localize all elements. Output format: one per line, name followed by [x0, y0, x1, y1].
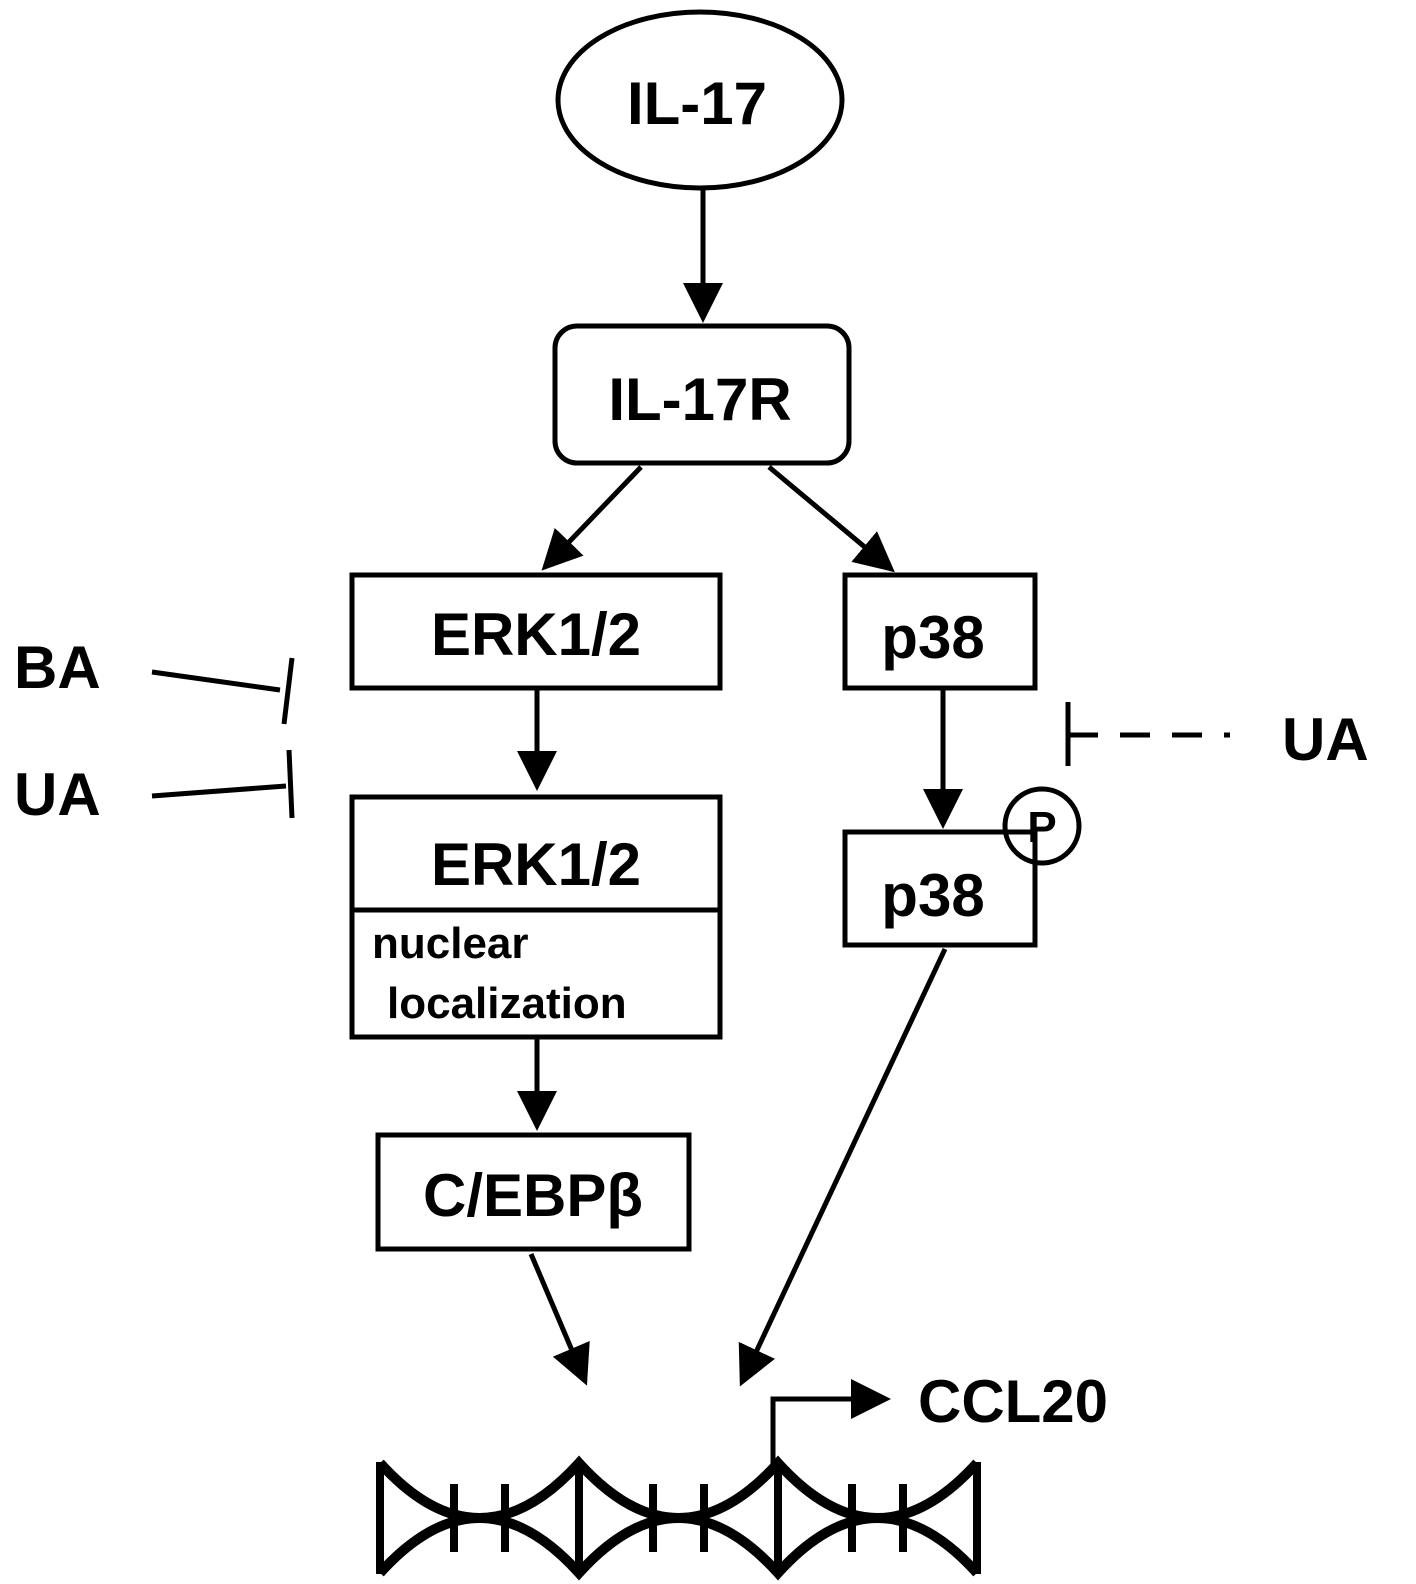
erk-nuclear-line2: localization — [387, 979, 627, 1028]
ba-inhibition-line — [151, 669, 281, 693]
ba-inhibitor-label: BA — [14, 634, 101, 701]
erk-nuclear-title: ERK1/2 — [431, 831, 641, 898]
arrow-il17r-to-erk — [541, 465, 643, 571]
ua-left-inhibition-bar — [286, 749, 295, 819]
phosphate-label: P — [1027, 803, 1056, 852]
arrow-il17r-to-p38 — [767, 465, 895, 573]
ua-right-inhibitor-label: UA — [1282, 706, 1369, 773]
il17r-label: IL-17R — [608, 366, 791, 433]
erk-label: ERK1/2 — [431, 601, 641, 668]
cebpb-node: C/EBPβ — [375, 1132, 692, 1252]
ua-left-inhibition-line — [151, 783, 287, 799]
il17r-node: IL-17R — [552, 323, 852, 466]
p38-phospho-node: p38 — [842, 829, 1038, 948]
transcription-start-arrow — [770, 1379, 891, 1470]
p38-node: p38 — [842, 572, 1038, 691]
ba-inhibition-bar — [281, 657, 295, 725]
arrow-p38-to-dna — [738, 947, 948, 1387]
p38-phospho-label: p38 — [881, 862, 984, 929]
p38-label: p38 — [881, 604, 984, 671]
ccl20-label: CCL20 — [918, 1368, 1108, 1435]
ua-left-inhibitor-label: UA — [14, 761, 101, 828]
phosphate-badge: P — [1002, 786, 1082, 866]
il17-label: IL-17 — [627, 70, 767, 137]
il17-node: IL-17 — [555, 9, 845, 191]
erk-nuclear-node: ERK1/2 nuclear localization — [349, 794, 723, 1040]
erk-node: ERK1/2 — [349, 572, 723, 691]
cebpb-label: C/EBPβ — [423, 1162, 643, 1229]
dna-helix-icon — [376, 1455, 981, 1581]
arrow-cebpb-to-dna — [528, 1253, 590, 1386]
erk-nuclear-line1: nuclear — [372, 919, 529, 968]
